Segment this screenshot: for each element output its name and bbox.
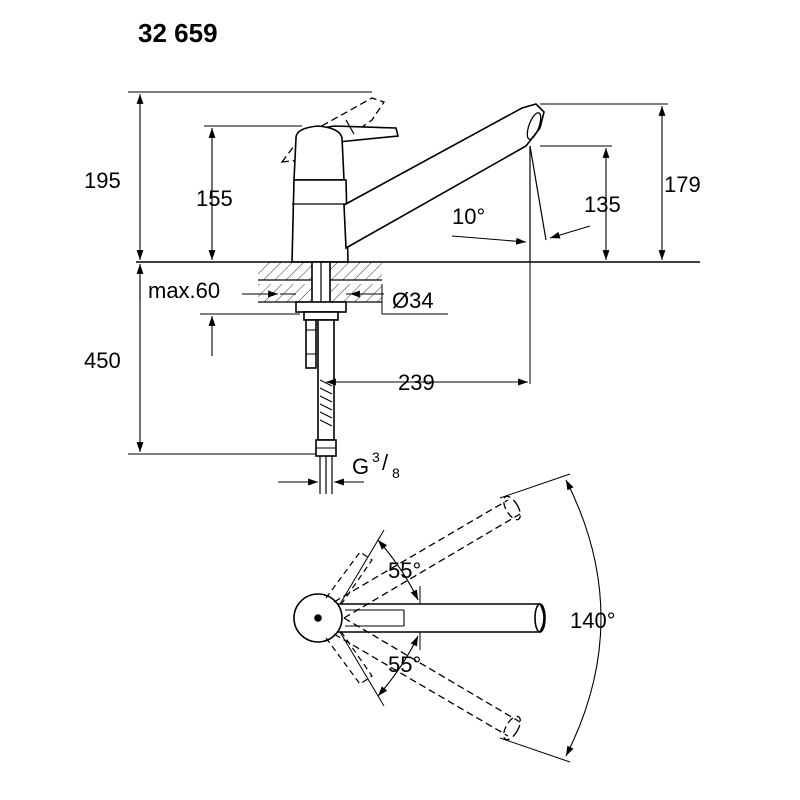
plan-angle-arcs bbox=[377, 479, 602, 757]
angle-total: 140° bbox=[570, 608, 616, 633]
faucet-body bbox=[291, 179, 349, 263]
supply-hose-left bbox=[305, 319, 317, 369]
dim-max60: max.60 bbox=[148, 278, 220, 303]
angle-lower: 55° bbox=[388, 652, 421, 677]
dim-line-10deg bbox=[451, 235, 527, 245]
dim-135: 135 bbox=[584, 192, 621, 217]
arc-55-lower bbox=[377, 635, 419, 697]
side-view bbox=[136, 97, 700, 494]
arc-55-upper bbox=[377, 539, 419, 601]
dim-g-denominator: 8 bbox=[392, 465, 400, 481]
plan-lever-dashed bbox=[325, 551, 373, 685]
angle-upper: 55° bbox=[388, 558, 421, 583]
plan-view-labels: 55° 55° 140° bbox=[388, 558, 616, 677]
dim-155: 155 bbox=[196, 186, 233, 211]
extension-lines bbox=[128, 91, 668, 455]
arc-140 bbox=[565, 479, 602, 757]
dim-angle-spout: 10° bbox=[452, 204, 485, 229]
plan-view bbox=[293, 473, 571, 763]
dim-g-numerator: 3 bbox=[372, 449, 380, 465]
mounting-nut bbox=[295, 301, 347, 313]
dim-239: 239 bbox=[398, 370, 435, 395]
dim-179: 179 bbox=[664, 172, 701, 197]
spout bbox=[343, 103, 545, 250]
model-number: 32 659 bbox=[138, 18, 218, 48]
plan-spout-lower-dashed bbox=[333, 617, 521, 741]
plan-spout bbox=[334, 603, 545, 633]
water-stream bbox=[529, 145, 547, 241]
dim-dia34: Ø34 bbox=[392, 288, 434, 313]
faucet-head bbox=[293, 125, 345, 181]
dimension-lines bbox=[136, 94, 666, 486]
dim-g-slash: / bbox=[382, 450, 389, 475]
plan-spout-upper-dashed bbox=[333, 495, 521, 619]
dim-195: 195 bbox=[84, 168, 121, 193]
side-view-labels: 195 155 179 135 10° max.60 Ø34 450 239 G… bbox=[84, 168, 701, 481]
dim-g-thread: G bbox=[352, 454, 369, 479]
dim-450: 450 bbox=[84, 348, 121, 373]
